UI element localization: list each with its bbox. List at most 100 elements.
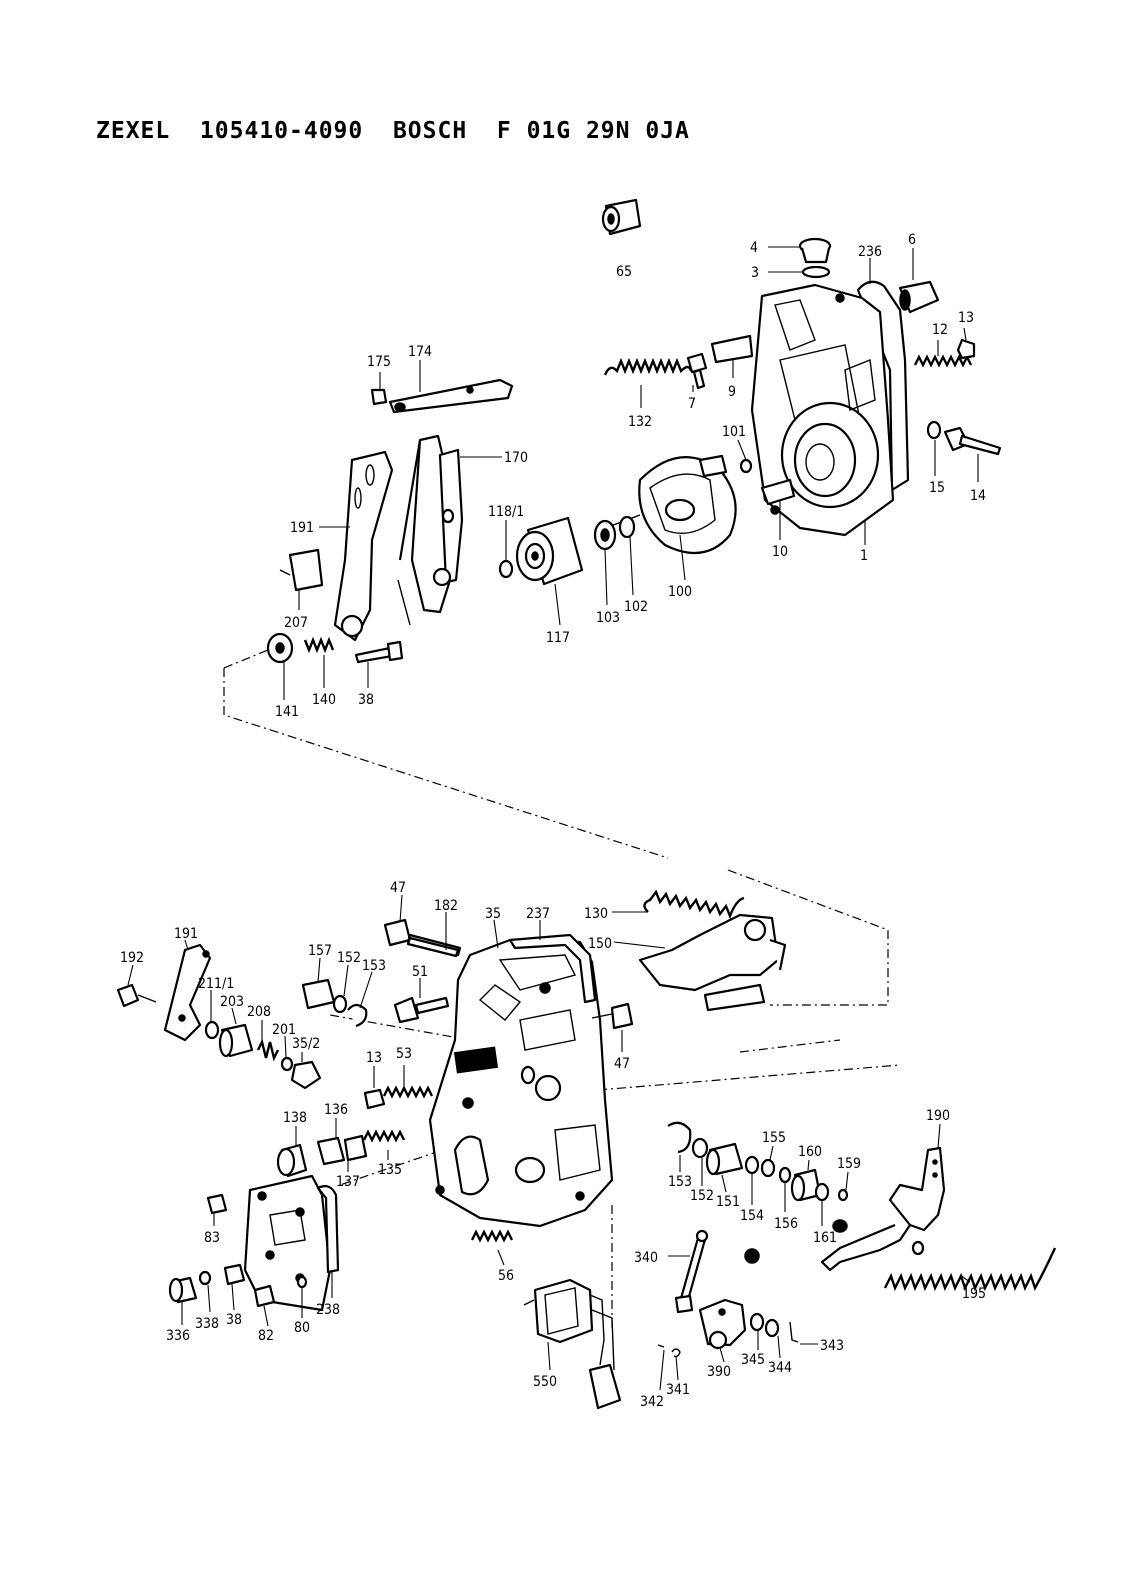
label-208: 208 xyxy=(247,1004,271,1020)
label-3: 3 xyxy=(751,265,759,281)
part-65-cap xyxy=(601,198,642,236)
part-336-cap xyxy=(168,1276,198,1304)
label-10: 10 xyxy=(772,544,788,560)
part-132-spring xyxy=(603,357,693,376)
part-161-washer xyxy=(814,1182,830,1202)
label-83: 83 xyxy=(204,1230,220,1246)
part-182-pin xyxy=(406,936,460,958)
part-130-spring xyxy=(643,889,745,920)
label-118-1: 118/1 xyxy=(488,504,524,520)
label-4: 4 xyxy=(750,240,758,256)
part-12-stud xyxy=(913,354,973,368)
part-15-washer xyxy=(926,420,942,440)
part-118-1-washer xyxy=(498,559,514,579)
label-190: 190 xyxy=(926,1108,950,1124)
label-6: 6 xyxy=(908,232,916,248)
label-390: 390 xyxy=(707,1364,731,1380)
part-80-washer xyxy=(296,1275,308,1289)
label-65: 65 xyxy=(616,264,632,280)
label-344: 344 xyxy=(768,1360,792,1376)
part-35-governor-cover xyxy=(428,938,614,1228)
part-82-bolt xyxy=(253,1284,276,1308)
part-47-bolt-right xyxy=(591,1002,634,1030)
label-103: 103 xyxy=(596,610,620,626)
label-15: 15 xyxy=(929,480,945,496)
label-195: 195 xyxy=(962,1286,986,1302)
part-cover-plate xyxy=(243,1174,332,1312)
label-152-left: 152 xyxy=(337,950,361,966)
label-159: 159 xyxy=(837,1156,861,1172)
part-152-ring-right xyxy=(691,1137,709,1159)
part-141-nut xyxy=(266,632,294,664)
part-153-clip-right xyxy=(667,1121,692,1154)
part-191-lever-lower xyxy=(163,943,212,1042)
label-175: 175 xyxy=(367,354,391,370)
part-136-nut xyxy=(316,1136,346,1166)
label-174: 174 xyxy=(408,344,432,360)
part-51-bolt xyxy=(393,996,450,1024)
part-13-nut xyxy=(956,338,976,360)
part-203-bush xyxy=(218,1023,254,1058)
label-152-right: 152 xyxy=(690,1188,714,1204)
label-12: 12 xyxy=(932,322,948,338)
part-4-plug xyxy=(798,237,832,264)
part-338-washer xyxy=(198,1270,212,1286)
label-140: 140 xyxy=(312,692,336,708)
label-170: 170 xyxy=(504,450,528,466)
part-102-washer xyxy=(618,515,636,539)
label-1: 1 xyxy=(860,548,868,564)
label-135: 135 xyxy=(378,1162,402,1178)
label-137: 137 xyxy=(336,1174,360,1190)
part-10-screw xyxy=(760,478,796,506)
part-9-bracket xyxy=(710,334,754,364)
part-341-clip xyxy=(671,1348,681,1358)
part-174-lever xyxy=(388,378,514,414)
part-157-cap xyxy=(301,978,336,1010)
label-207: 207 xyxy=(284,615,308,631)
label-13-upper: 13 xyxy=(958,310,974,326)
label-336: 336 xyxy=(166,1328,190,1344)
label-150: 150 xyxy=(588,936,612,952)
part-156-washer xyxy=(778,1166,792,1184)
part-135-adjusting-screw xyxy=(362,1129,406,1143)
label-211-1: 211/1 xyxy=(198,976,234,992)
part-550-solenoid xyxy=(523,1278,622,1410)
label-345: 345 xyxy=(741,1352,765,1368)
label-342: 342 xyxy=(640,1394,664,1410)
part-117-sleeve xyxy=(515,516,584,586)
part-83-bolt xyxy=(206,1193,228,1215)
diagram-title: ZEXEL 105410-4090 BOSCH F 01G 29N 0JA xyxy=(96,118,690,144)
part-38-screw xyxy=(354,640,404,664)
label-47-upper: 47 xyxy=(390,880,406,896)
label-35-2: 35/2 xyxy=(292,1036,320,1052)
label-38-upper: 38 xyxy=(358,692,374,708)
part-211-1-washer xyxy=(204,1020,220,1040)
label-51: 51 xyxy=(412,964,428,980)
label-7: 7 xyxy=(688,396,696,412)
part-151-plunger xyxy=(705,1142,744,1176)
part-6-plug xyxy=(898,280,940,314)
label-130: 130 xyxy=(584,906,608,922)
part-53-stud xyxy=(382,1085,434,1099)
part-140-spring xyxy=(303,636,335,654)
leader-lines xyxy=(127,246,979,1391)
label-100: 100 xyxy=(668,584,692,600)
part-343-pin xyxy=(789,1321,799,1343)
part-103-bearing xyxy=(593,519,617,551)
part-237-gasket xyxy=(508,933,597,1004)
label-151: 151 xyxy=(716,1194,740,1210)
label-236: 236 xyxy=(858,244,882,260)
part-160-sleeve xyxy=(790,1168,822,1202)
label-203: 203 xyxy=(220,994,244,1010)
part-190-lever xyxy=(820,1146,946,1272)
label-550: 550 xyxy=(533,1374,557,1390)
label-136: 136 xyxy=(324,1102,348,1118)
label-343: 343 xyxy=(820,1338,844,1354)
part-236-gasket xyxy=(856,280,910,492)
label-154: 154 xyxy=(740,1208,764,1224)
part-238-gasket xyxy=(316,1185,340,1274)
label-82: 82 xyxy=(258,1328,274,1344)
part-208-spring xyxy=(256,1038,280,1062)
label-192: 192 xyxy=(120,950,144,966)
